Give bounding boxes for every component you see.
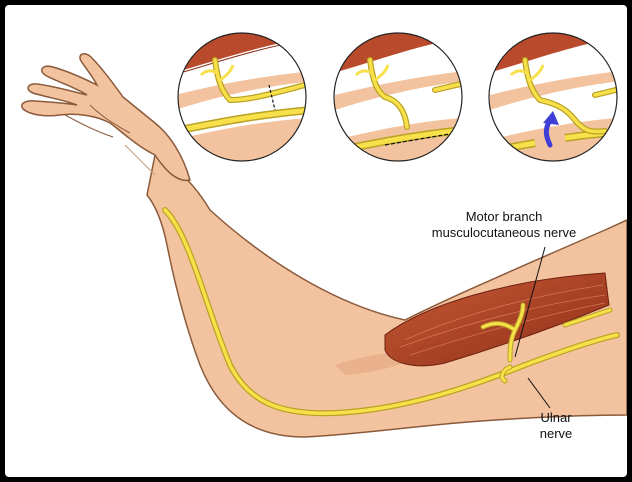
arm-nerve-transfer-illustration bbox=[21, 32, 627, 438]
motor-branch-label: Motor branch musculocutaneous nerve bbox=[409, 209, 599, 241]
ulnar-nerve-label-line2: nerve bbox=[539, 426, 573, 441]
motor-branch-nerve bbox=[480, 302, 526, 384]
motor-branch-label-line2: musculocutaneous nerve bbox=[431, 225, 577, 240]
inset-step-3 bbox=[488, 32, 618, 162]
biceps-muscle bbox=[384, 272, 610, 367]
incision-line-icon bbox=[268, 84, 276, 111]
ulnar-nerve-leader bbox=[527, 377, 551, 409]
illustration-frame: Motor branch musculocutaneous nerve Ulna… bbox=[5, 5, 627, 477]
ulnar-nerve-label-line1: Ulnar bbox=[540, 410, 572, 425]
motor-branch-leader bbox=[514, 246, 546, 358]
ulnar-nerve-label: Ulnar nerve bbox=[521, 410, 591, 442]
arm bbox=[21, 53, 627, 438]
hand bbox=[21, 53, 191, 182]
motor-branch-label-line1: Motor branch bbox=[465, 209, 543, 224]
inset-step-2 bbox=[333, 32, 463, 162]
inset-step-1 bbox=[177, 32, 307, 162]
curved-arrow-up-icon bbox=[543, 111, 559, 148]
